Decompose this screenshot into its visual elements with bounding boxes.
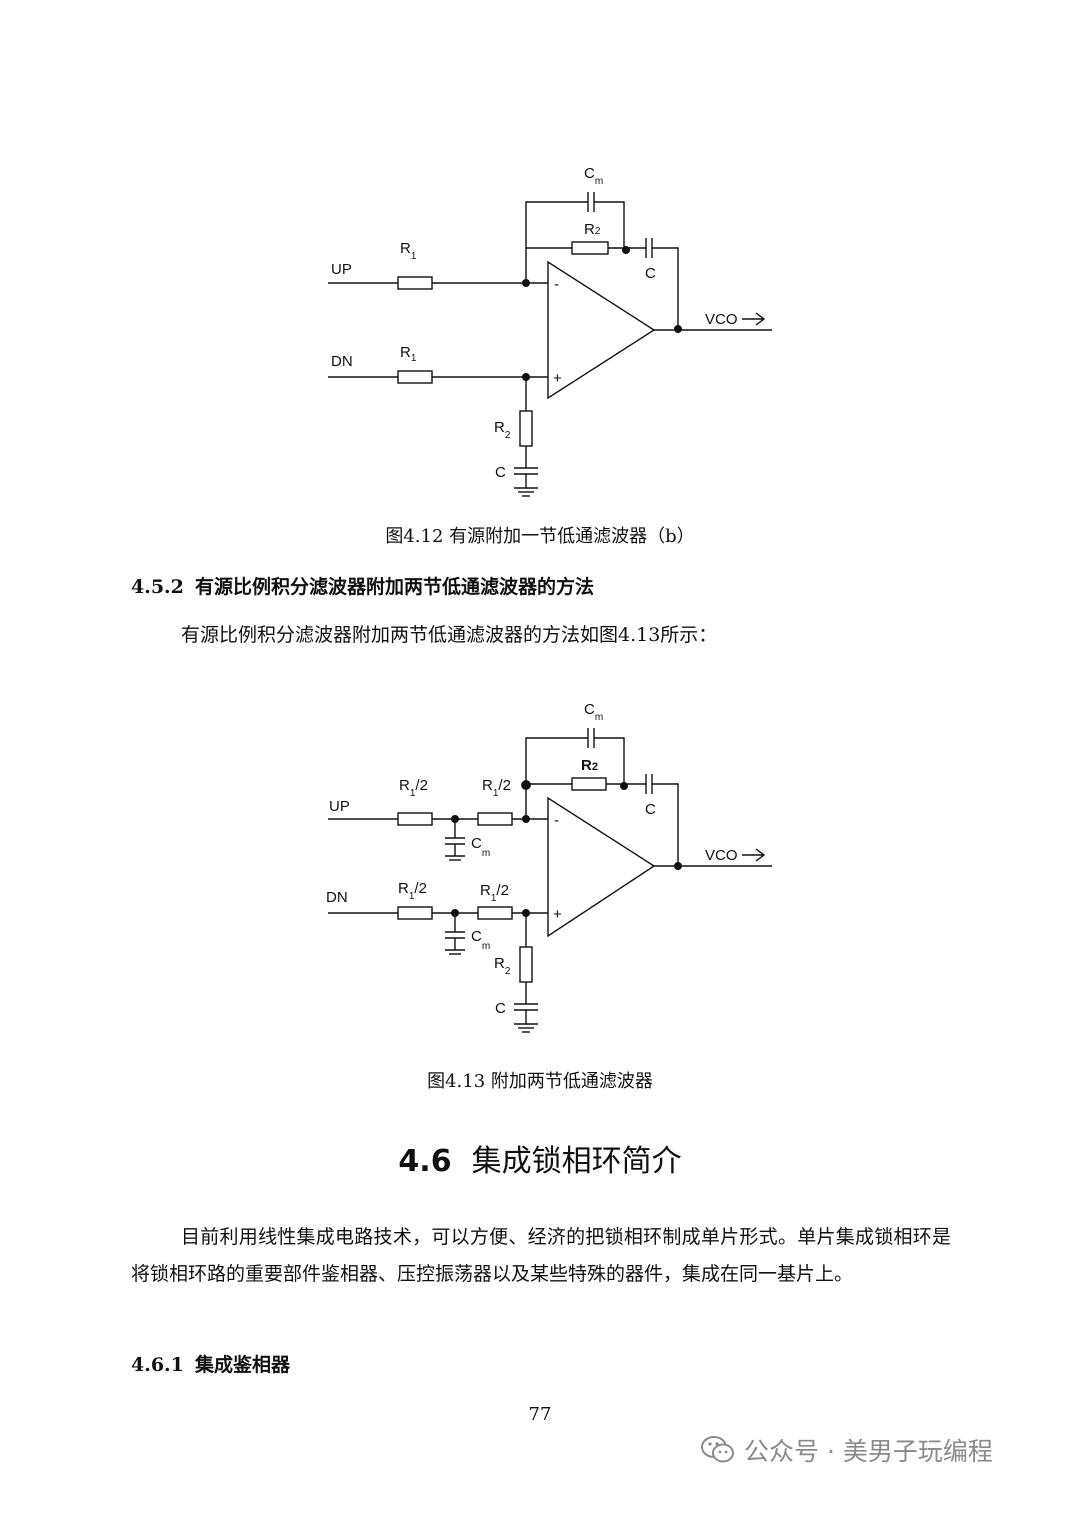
plus-label: + [553,370,562,387]
svg-text:R2: R2 [584,221,601,238]
figure-4-12-caption: 图4.12 有源附加一节低通滤波器（b） [385,526,695,547]
svg-text:R1: R1 [400,240,417,262]
r1-dn-label: R [400,344,411,361]
vco-label: VCO [705,311,738,328]
minus-label: - [554,276,559,293]
plus-label: + [553,906,562,923]
svg-text:Cm: Cm [471,835,490,859]
svg-text:R1: R1 [400,344,417,364]
wechat-icon [701,1436,734,1463]
resistor-r2 [571,777,607,791]
figure-4-13-circuit: Cm R2 C UP R1/2 R1/2 Cm - DN R1/2 R1/2 C… [326,701,772,1033]
resistor-r2 [571,241,609,255]
page-number: 77 [528,1404,552,1425]
dn-label: DN [331,353,353,370]
section-title: 集成鉴相器 [195,1354,291,1376]
svg-text:R2: R2 [494,955,511,977]
section-number: 4.6.1 [131,1354,184,1376]
c-low-label: C [495,1000,506,1017]
r1a-dn-label: R [398,880,409,897]
resistor-r1-up [397,276,433,290]
section-4-6-paragraph: 目前利用线性集成电路技术，可以方便、经济的把锁相环制成单片形式。单片集成锁相环是… [131,1226,951,1285]
c-low-label: C [495,464,506,481]
r2-label: R [584,221,595,238]
cm-label: C [584,165,595,182]
figure-4-13-caption: 图4.13 附加两节低通滤波器 [427,1071,653,1092]
c-feedback-label: C [645,801,656,818]
r1a-up-label: R [399,777,410,794]
dn-label: DN [326,889,348,906]
section-title: 有源比例积分滤波器附加两节低通滤波器的方法 [195,576,595,598]
resistor-r1a-up [397,812,433,826]
r2-low-label: R [494,955,505,972]
section-number: 4.5.2 [131,576,184,598]
svg-text:R1/2: R1/2 [399,777,428,799]
section-number: 4.6 [398,1144,452,1179]
section-4-5-2-paragraph: 有源比例积分滤波器附加两节低通滤波器的方法如图4.13所示： [181,624,718,646]
watermark-text: 公众号 · 美男子玩编程 [744,1437,993,1466]
section-4-6-1-heading: 4.6.1 集成鉴相器 [131,1350,290,1377]
svg-text:R1/2: R1/2 [398,880,427,902]
section-4-6-heading: 4.6 集成锁相环简介 [0,1136,1080,1180]
svg-text:Cm: Cm [584,165,603,187]
resistor-r1-dn [397,370,433,384]
r1b-up-label: R [482,777,493,794]
resistor-r2-low [519,410,533,447]
svg-text:R2: R2 [494,419,511,441]
r2-low-label: R [494,419,505,436]
cm-up-label: C [471,835,482,852]
resistor-r1b-dn [477,906,513,920]
svg-text:R1/2: R1/2 [482,777,511,799]
svg-text:R2: R2 [581,757,598,774]
r2-label: R [581,757,592,774]
svg-text:R1/2: R1/2 [480,882,509,904]
section-4-5-2-heading: 4.5.2 有源比例积分滤波器附加两节低通滤波器的方法 [131,572,594,599]
resistor-r1b-up [477,812,513,826]
figure-4-12-circuit: Cm R2 C UP R1 - DN R1 + VCO R2 C [328,165,772,497]
minus-label: - [554,812,559,829]
resistor-r2-low [519,946,533,983]
cm-label: C [584,701,595,718]
vco-label: VCO [705,847,738,864]
op-amp-triangle [547,260,656,400]
watermark: 公众号 · 美男子玩编程 [700,1432,993,1468]
c-feedback-label: C [645,265,656,282]
cm-dn-label: C [471,928,482,945]
svg-text:Cm: Cm [584,701,603,723]
r1b-dn-label: R [480,882,491,899]
r1-up-label: R [400,240,411,257]
svg-text:Cm: Cm [471,928,490,952]
section-title: 集成锁相环简介 [471,1144,682,1179]
up-label: UP [331,261,352,278]
op-amp-triangle [547,796,656,938]
up-label: UP [329,798,350,815]
resistor-r1a-dn [397,906,433,920]
